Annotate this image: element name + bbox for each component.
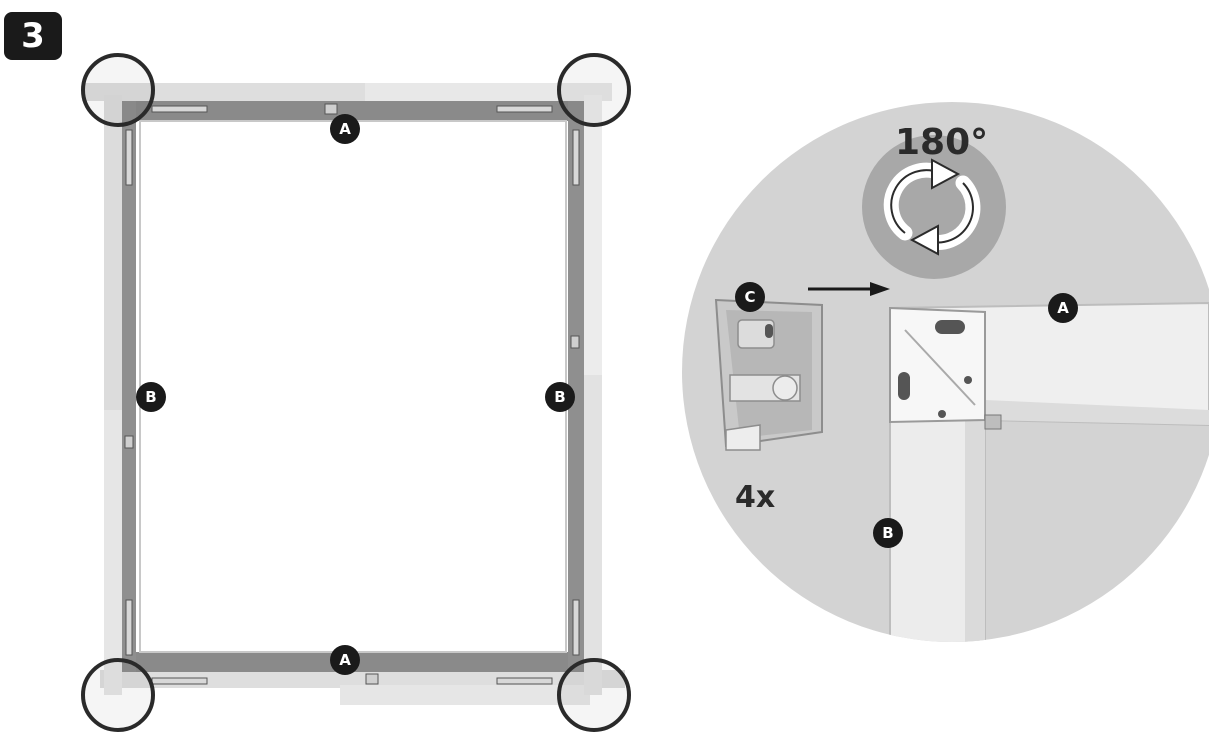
detail-slot-side (898, 372, 910, 400)
left-rail-b-lower (104, 410, 122, 695)
bracket-left-bottom (125, 599, 133, 656)
detail-slot-top (935, 320, 965, 334)
detail-pin (984, 414, 1002, 430)
bracket-bottom-left (151, 677, 208, 685)
label-a-bottom: A (330, 645, 360, 675)
bottom-rail-a (100, 670, 625, 688)
corner-circle-top-left (81, 53, 155, 127)
label-b-detail: B (873, 518, 903, 548)
corner-detail (682, 102, 1209, 642)
left-channel (122, 101, 136, 672)
step-number-badge: 3 (4, 12, 62, 60)
top-channel (122, 101, 584, 121)
bracket-left-top (125, 129, 133, 186)
quantity-label: 4x (735, 480, 776, 515)
connector-top (324, 103, 338, 115)
connector-right (570, 335, 580, 349)
end-cap-c (714, 298, 823, 451)
label-b-right: B (545, 382, 575, 412)
detail-rail-b-side (965, 420, 985, 642)
corner-circle-bottom-right (557, 658, 631, 732)
rotate-icon (862, 135, 1006, 279)
label-c-detail: C (735, 282, 765, 312)
label-b-left: B (136, 382, 166, 412)
bracket-top-right (496, 105, 553, 113)
right-channel (568, 101, 584, 672)
bracket-right-bottom (572, 599, 580, 656)
connector-left (124, 435, 134, 449)
connector-bottom (365, 673, 379, 685)
top-rail-a-segment (365, 83, 612, 101)
arrow-right-icon (808, 282, 890, 296)
bracket-bottom-right (496, 677, 553, 685)
right-rail-b-upper (584, 95, 602, 375)
label-a-detail: A (1048, 293, 1078, 323)
label-a-top: A (330, 114, 360, 144)
frame-assembly (81, 53, 631, 732)
bracket-top-left (151, 105, 208, 113)
detail-rail-a-shadow (985, 400, 1209, 425)
rotation-label: 180° (895, 122, 989, 163)
bracket-right-top (572, 129, 580, 186)
bottom-rail-a-segment (340, 685, 590, 705)
frame-opening (139, 120, 567, 653)
corner-circle-bottom-left (81, 658, 155, 732)
corner-circle-top-right (557, 53, 631, 127)
